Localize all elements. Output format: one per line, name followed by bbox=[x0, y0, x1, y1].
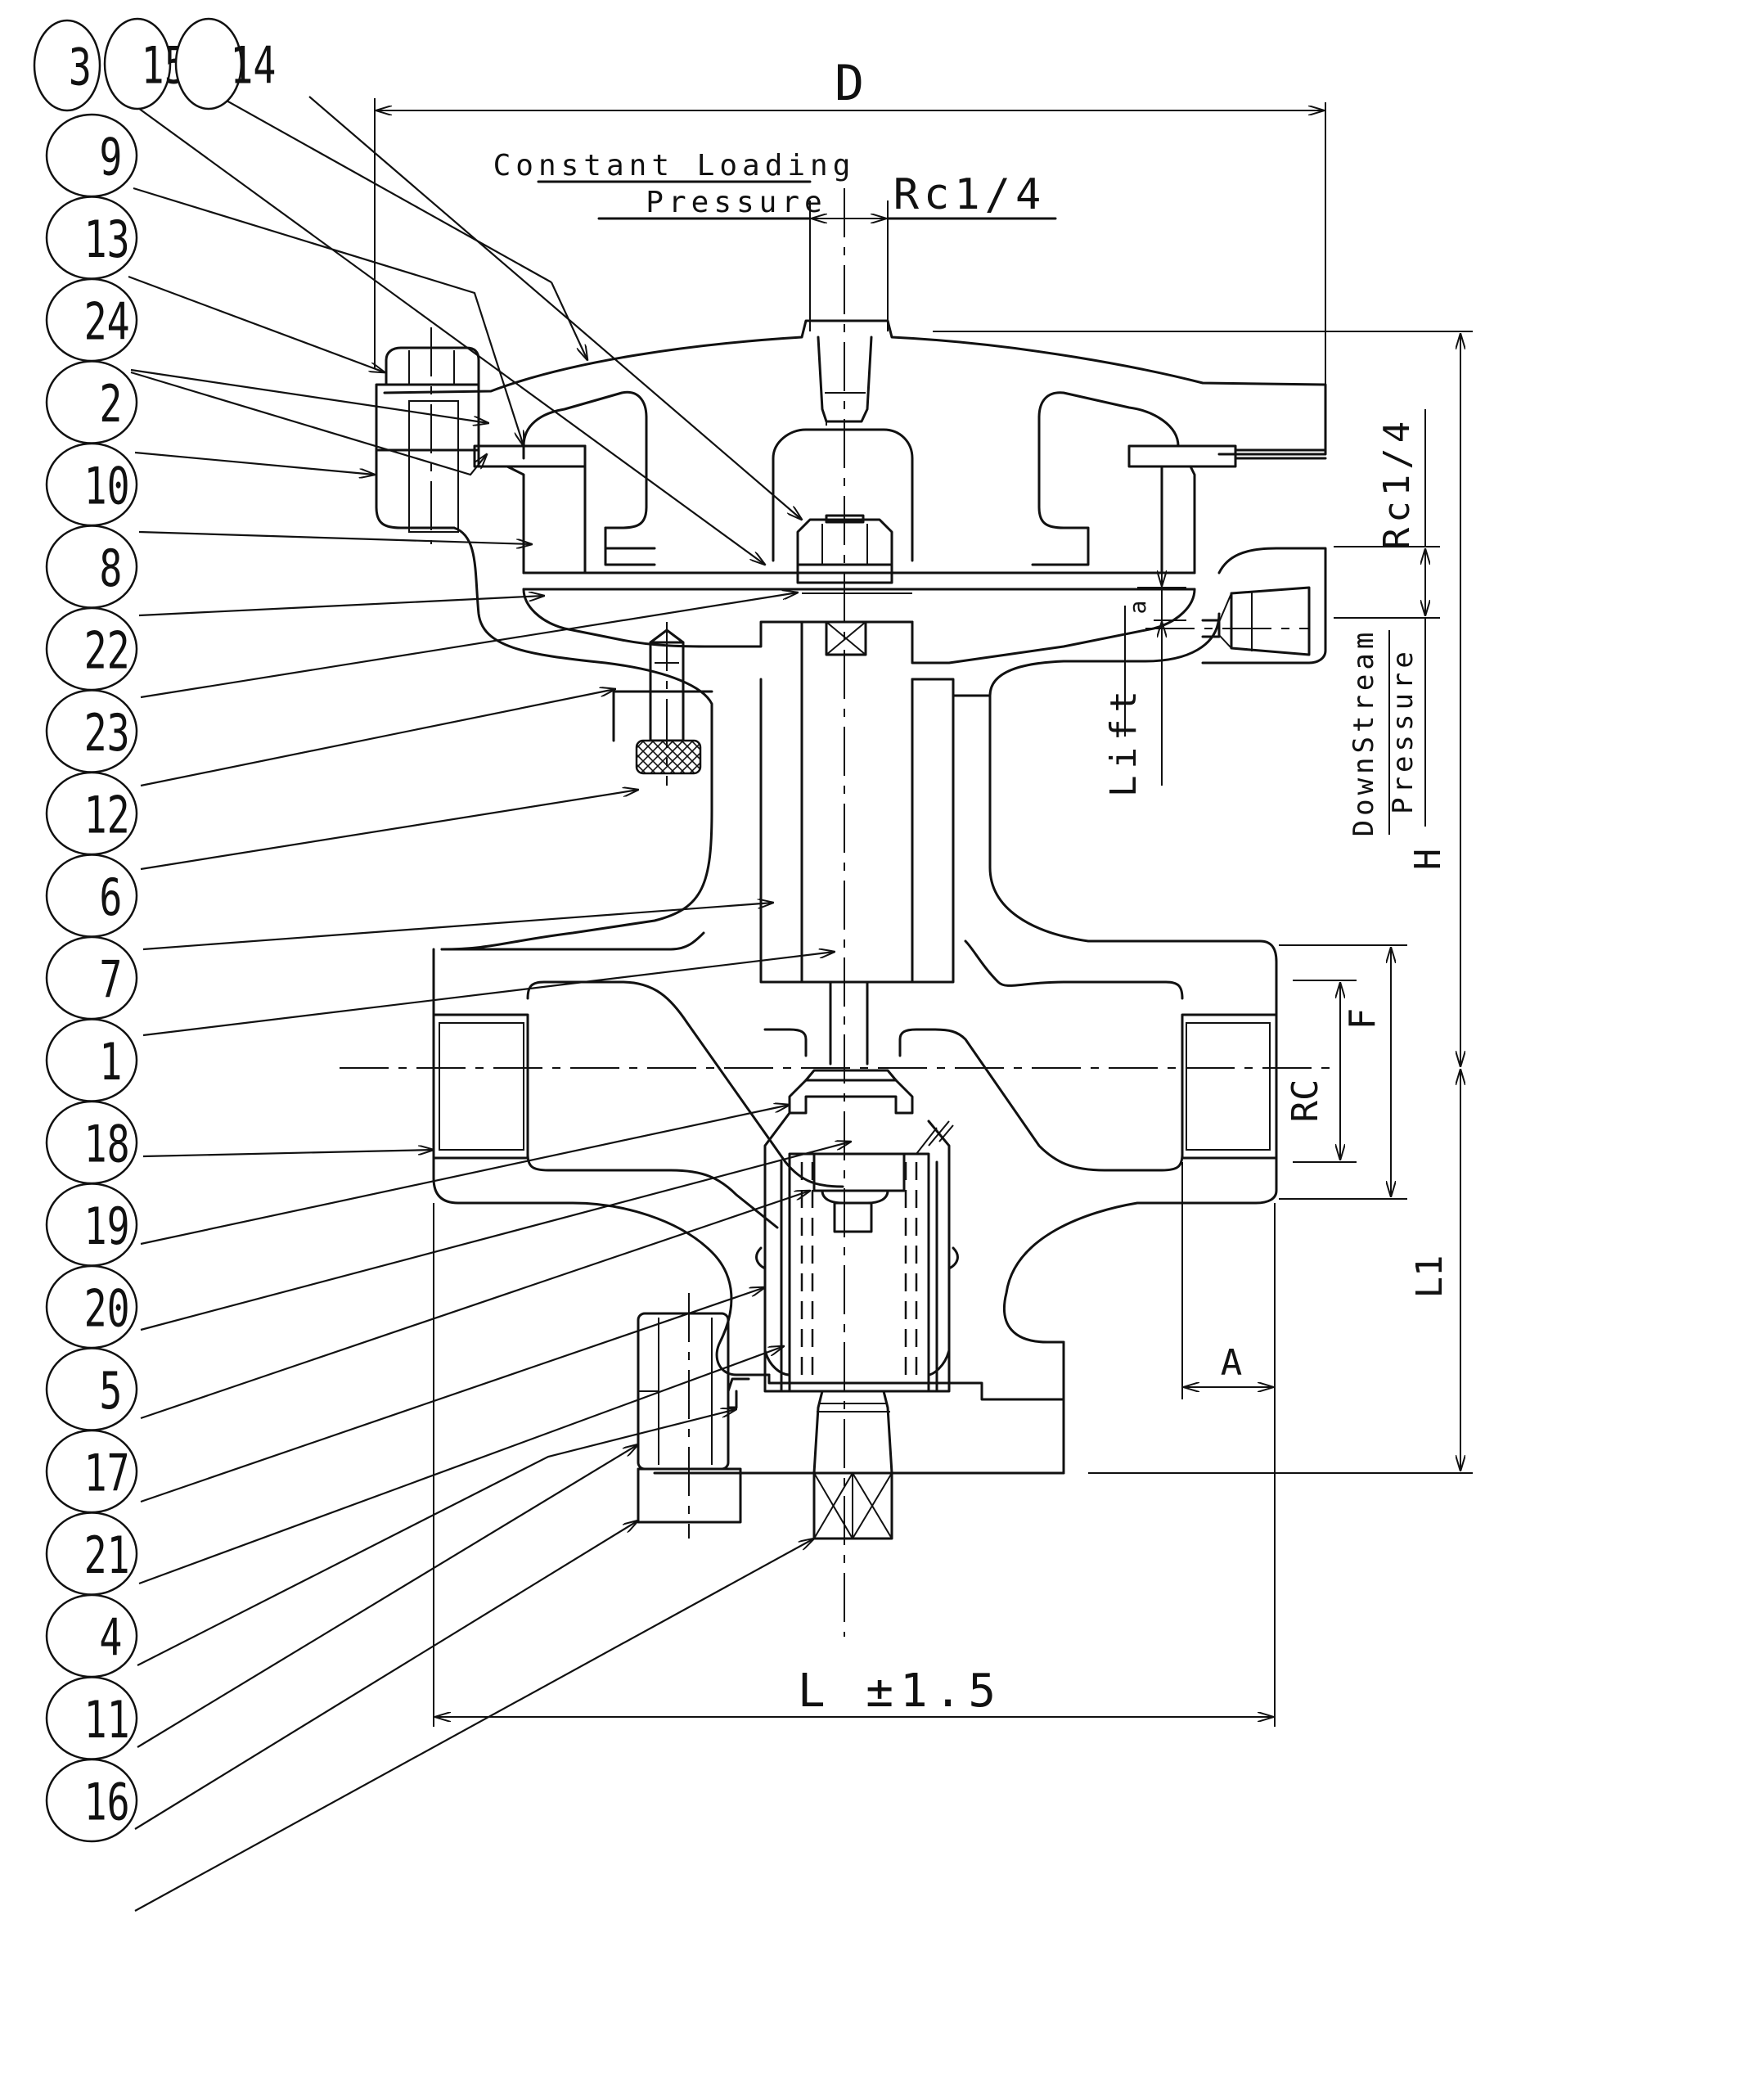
callout-balloon: 20 bbox=[45, 1264, 138, 1349]
callout-circle bbox=[45, 854, 138, 938]
dimensions: D Constant Loading Pressure Rc1/4 H L1 F… bbox=[374, 55, 1473, 1727]
constant-loading-label: Constant Loading bbox=[493, 149, 856, 182]
dimension-l-label: L ±1.5 bbox=[798, 1665, 1002, 1718]
callout-balloon: 16 bbox=[45, 1758, 138, 1843]
callout-circle bbox=[45, 935, 138, 1020]
downstream-label: DownStream bbox=[1348, 628, 1380, 837]
callout-balloon: 7 bbox=[45, 935, 138, 1020]
callout-number: 9 bbox=[99, 128, 122, 187]
callout-number: 12 bbox=[84, 786, 130, 845]
callout-number: 21 bbox=[84, 1525, 130, 1584]
valve-body bbox=[432, 931, 1278, 1540]
downstream-thread-label: Rc1/4 bbox=[1376, 417, 1418, 549]
callout-balloon: 17 bbox=[45, 1429, 138, 1514]
callout-circle bbox=[45, 1018, 138, 1102]
dimension-h-label: H bbox=[1407, 849, 1449, 871]
callout-number: 10 bbox=[84, 457, 130, 516]
callout-circle bbox=[45, 1347, 138, 1431]
callout-number: 4 bbox=[99, 1608, 122, 1667]
callout-number: 23 bbox=[84, 703, 130, 762]
callout-number: 16 bbox=[84, 1773, 130, 1831]
callout-number: 5 bbox=[99, 1361, 122, 1420]
diaphragm-cover bbox=[383, 319, 1327, 594]
callout-balloon: 1 bbox=[45, 1018, 138, 1102]
callout-circle bbox=[45, 1758, 138, 1843]
callout-number: 6 bbox=[99, 867, 122, 926]
callout-circle bbox=[45, 525, 138, 609]
callout-number: 11 bbox=[84, 1690, 130, 1749]
callout-number: 2 bbox=[99, 374, 122, 433]
lift-label: Lift bbox=[1103, 684, 1145, 797]
callout-balloon: 22 bbox=[45, 606, 138, 692]
callout-balloons: 3 15 14 9 13 24 2 10 8 22 23 12 6 7 1 18 19 20 5 17 21 4 11… bbox=[33, 17, 276, 1843]
callout-balloon: 5 bbox=[45, 1347, 138, 1431]
callout-balloon: 12 bbox=[45, 771, 138, 856]
callout-number: 13 bbox=[84, 210, 130, 268]
callout-number: 17 bbox=[84, 1444, 130, 1503]
callout-circle bbox=[45, 1593, 138, 1678]
callout-number: 24 bbox=[84, 292, 130, 351]
callout-number: 1 bbox=[99, 1032, 122, 1091]
callout-balloon: 13 bbox=[45, 196, 138, 280]
dimension-d-label: D bbox=[835, 55, 864, 112]
callout-balloon: 8 bbox=[45, 525, 138, 609]
downstream-pressure-label: Pressure bbox=[1387, 647, 1420, 814]
dimension-a-label: A bbox=[1221, 1342, 1243, 1384]
callout-number: 18 bbox=[84, 1115, 130, 1174]
callout-balloon: 14 bbox=[174, 17, 276, 110]
callout-number: 3 bbox=[69, 38, 92, 97]
dimension-f-label: F bbox=[1342, 1008, 1384, 1030]
callout-balloon: 4 bbox=[45, 1593, 138, 1678]
callout-balloon: 19 bbox=[45, 1183, 138, 1267]
callout-balloon: 9 bbox=[45, 113, 138, 198]
callout-balloon: 2 bbox=[45, 360, 138, 444]
callout-balloon: 23 bbox=[45, 689, 138, 773]
callout-balloon: 11 bbox=[45, 1676, 138, 1760]
callout-number: 7 bbox=[99, 950, 122, 1009]
callout-number: 19 bbox=[84, 1196, 130, 1255]
callout-circle bbox=[45, 360, 138, 444]
callout-balloon: 3 bbox=[33, 19, 101, 112]
constant-loading-pressure-label: Pressure bbox=[646, 186, 826, 219]
cover-bolt bbox=[375, 327, 480, 544]
callout-circle bbox=[45, 113, 138, 198]
callout-balloon: 24 bbox=[45, 277, 138, 363]
dimension-a-small-label: a bbox=[1124, 601, 1151, 615]
callout-balloon: 15 bbox=[103, 17, 187, 110]
callout-number: 20 bbox=[84, 1279, 130, 1338]
bonnet bbox=[440, 526, 1327, 984]
dimension-l1-label: L1 bbox=[1409, 1255, 1451, 1299]
callout-number: 14 bbox=[230, 36, 276, 95]
leader-lines bbox=[128, 96, 851, 1912]
callout-balloon: 10 bbox=[45, 442, 138, 527]
callout-number: 22 bbox=[84, 621, 130, 680]
dimension-rc-label: RC bbox=[1285, 1079, 1326, 1123]
callout-number: 8 bbox=[99, 538, 122, 597]
callout-balloon: 18 bbox=[45, 1100, 138, 1185]
constant-loading-thread-label: Rc1/4 bbox=[893, 170, 1046, 219]
center-lines bbox=[340, 188, 1334, 1637]
callout-balloon: 6 bbox=[45, 854, 138, 938]
callout-balloon: 21 bbox=[45, 1512, 138, 1596]
